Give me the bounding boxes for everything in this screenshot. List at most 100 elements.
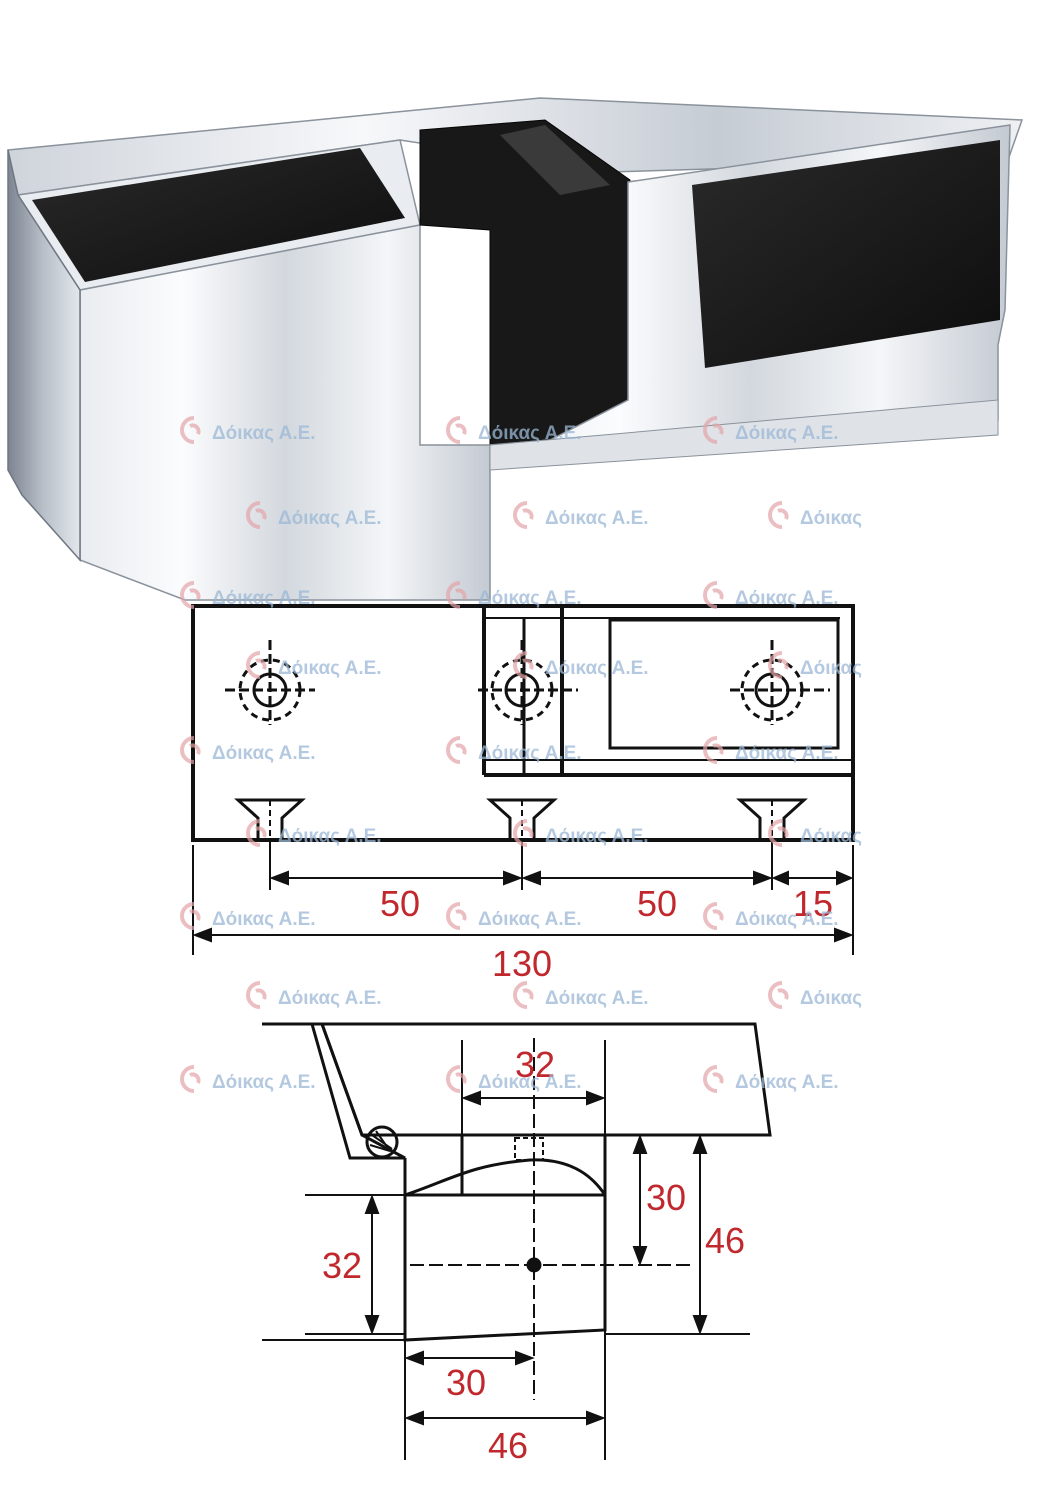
watermark: Δόικας Α.Ε. <box>703 1065 839 1093</box>
watermark: Δόικας Α.Ε. <box>180 736 316 764</box>
watermark-logo-icon <box>180 902 201 930</box>
watermark: Δόικας <box>768 501 862 529</box>
watermark-logo-icon <box>180 736 201 764</box>
watermark-text: Δόικας Α.Ε. <box>478 588 582 609</box>
watermark-text: Δόικας Α.Ε. <box>735 743 839 764</box>
front-dim-50-right: 50 <box>637 883 677 924</box>
side-dimension-lines <box>305 1040 755 1460</box>
side-glass-edge <box>310 1022 406 1160</box>
watermark-text: Δόικας Α.Ε. <box>735 909 839 930</box>
front-holes <box>225 640 830 725</box>
watermark-text: Δόικας <box>800 988 862 1009</box>
watermark-text: Δόικας Α.Ε. <box>212 909 316 930</box>
watermark: Δόικας Α.Ε. <box>180 581 316 609</box>
watermark-text: Δόικας Α.Ε. <box>545 508 649 529</box>
watermark: Δόικας Α.Ε. <box>513 819 649 847</box>
watermark: Δόικας Α.Ε. <box>446 416 582 444</box>
hinge-left-end <box>7 149 81 562</box>
watermark-logo-icon <box>246 651 267 679</box>
watermark: Δόικας Α.Ε. <box>180 416 316 444</box>
watermark-text: Δόικας Α.Ε. <box>478 743 582 764</box>
watermark-text: Δόικας Α.Ε. <box>735 1072 839 1093</box>
watermark: Δόικας Α.Ε. <box>703 416 839 444</box>
watermark-logo-icon <box>446 416 467 444</box>
watermark-logo-icon <box>768 981 789 1009</box>
watermark: Δόικας Α.Ε. <box>180 902 316 930</box>
watermark-text: Δόικας Α.Ε. <box>212 743 316 764</box>
watermark-logo-icon <box>513 981 534 1009</box>
screw-3 <box>736 798 808 845</box>
watermark: Δόικας Α.Ε. <box>180 1065 316 1093</box>
watermark: Δόικας <box>768 819 862 847</box>
hinge-base-rail <box>489 399 999 471</box>
watermark: Δόικας Α.Ε. <box>446 1065 582 1093</box>
watermark-text: Δόικας Α.Ε. <box>545 658 649 679</box>
watermark-logo-icon <box>768 651 789 679</box>
watermark-logo-icon <box>246 819 267 847</box>
screw-1 <box>234 798 306 845</box>
hinge-left-front <box>79 224 491 601</box>
watermark: Δόικας Α.Ε. <box>513 501 649 529</box>
watermark-text: Δόικας Α.Ε. <box>478 909 582 930</box>
watermark-layer: Δόικας Α.Ε. Δόικας Α.Ε. Δόικας Α.Ε. Δόικας … <box>180 416 862 1093</box>
black-pad-left <box>32 148 405 282</box>
watermark-text: Δόικας Α.Ε. <box>545 988 649 1009</box>
watermark-text: Δόικας Α.Ε. <box>212 1072 316 1093</box>
watermark-text: Δόικας Α.Ε. <box>212 588 316 609</box>
watermark-logo-icon <box>768 501 789 529</box>
side-dim-30-right: 30 <box>646 1177 686 1218</box>
black-center-highlight <box>500 125 610 195</box>
side-lower-block <box>403 1158 607 1342</box>
side-dim-32-top: 32 <box>515 1044 555 1085</box>
black-pad-right <box>692 140 1000 368</box>
watermark-text: Δόικας Α.Ε. <box>278 658 382 679</box>
watermark-text: Δόικας <box>800 658 862 679</box>
front-dimension-lines <box>192 845 854 955</box>
watermark-text: Δόικας Α.Ε. <box>545 826 649 847</box>
watermark-logo-icon <box>246 981 267 1009</box>
watermark-logo-icon <box>703 1065 724 1093</box>
watermark-logo-icon <box>703 581 724 609</box>
front-pad-rect <box>608 618 840 750</box>
front-dim-130: 130 <box>492 943 552 984</box>
watermark: Δόικας Α.Ε. <box>513 651 649 679</box>
watermark: Δόικας Α.Ε. <box>246 651 382 679</box>
front-dim-50-left: 50 <box>380 883 420 924</box>
watermark: Δόικας Α.Ε. <box>703 581 839 609</box>
watermark-logo-icon <box>513 651 534 679</box>
watermark: Δόικας Α.Ε. <box>513 981 649 1009</box>
watermark-text: Δόικας Α.Ε. <box>278 988 382 1009</box>
watermark-logo-icon <box>246 501 267 529</box>
watermark-logo-icon <box>446 902 467 930</box>
watermark: Δόικας Α.Ε. <box>246 501 382 529</box>
hole-1 <box>225 640 315 725</box>
watermark: Δόικας <box>768 981 862 1009</box>
product-photo <box>7 97 1024 601</box>
watermark: Δόικας Α.Ε. <box>703 736 839 764</box>
front-dim-15: 15 <box>793 883 833 924</box>
watermark-logo-icon <box>703 416 724 444</box>
watermark-logo-icon <box>446 736 467 764</box>
black-center-block <box>419 119 631 446</box>
watermark: Δόικας Α.Ε. <box>446 581 582 609</box>
watermark: Δόικας Α.Ε. <box>246 981 382 1009</box>
side-dim-46-right: 46 <box>705 1220 745 1261</box>
side-dim-46-bottom: 46 <box>488 1425 528 1466</box>
watermark-logo-icon <box>513 501 534 529</box>
watermark-logo-icon <box>180 1065 201 1093</box>
watermark: Δόικας Α.Ε. <box>703 902 839 930</box>
watermark-logo-icon <box>768 819 789 847</box>
watermark-text: Δόικας Α.Ε. <box>735 588 839 609</box>
watermark: Δόικας Α.Ε. <box>246 819 382 847</box>
watermark-text: Δόικας <box>800 508 862 529</box>
watermark-text: Δόικας Α.Ε. <box>278 826 382 847</box>
side-seal-circle <box>365 1125 399 1159</box>
watermark-text: Δόικας <box>800 826 862 847</box>
watermark-logo-icon <box>180 581 201 609</box>
watermark-logo-icon <box>703 736 724 764</box>
watermark-text: Δόικας Α.Ε. <box>478 1072 582 1093</box>
watermark: Δόικας <box>768 651 862 679</box>
watermark-text: Δόικας Α.Ε. <box>278 508 382 529</box>
watermark-logo-icon <box>703 902 724 930</box>
